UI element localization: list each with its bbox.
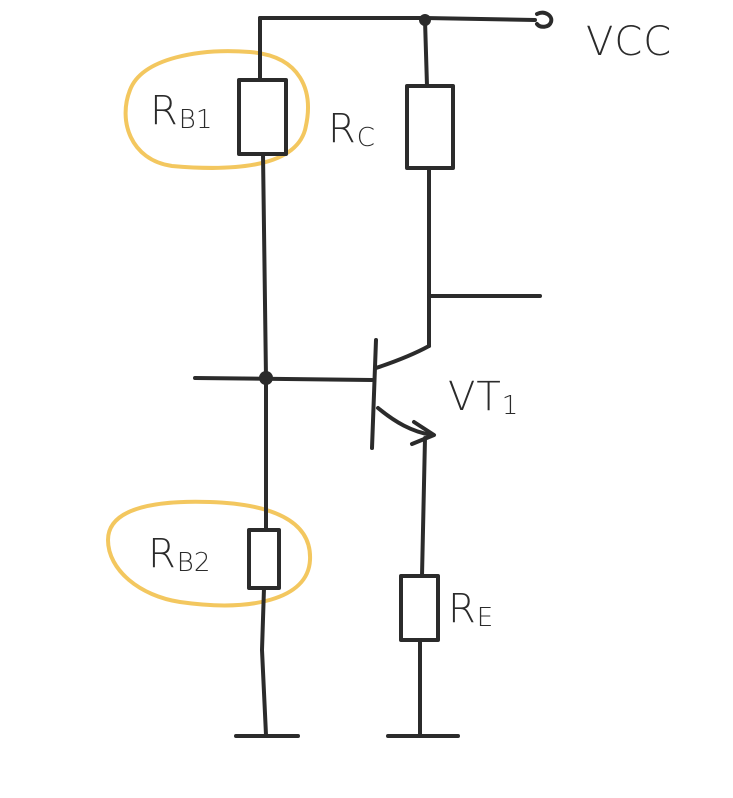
rb2-label: RB2 (148, 531, 210, 578)
rc-resistor (405, 84, 455, 170)
emitter-wire (420, 436, 427, 578)
rb1-highlight-loop (123, 49, 310, 170)
vt1-base-bar (370, 338, 378, 450)
vt1-emitter-lead (376, 406, 434, 437)
vt1-label: VT1 (448, 374, 518, 421)
rc-label: RC (328, 106, 375, 153)
vcc-rail-wire (258, 16, 537, 52)
rc-top-wire (423, 18, 429, 88)
rb1-label: RB1 (150, 88, 212, 135)
vcc-terminal (535, 10, 554, 29)
vcc-label: VCC (586, 19, 672, 65)
rb2-bottom-wire (260, 586, 268, 737)
rb2-highlight-loop (106, 499, 313, 608)
vt1-collector-lead (374, 344, 431, 370)
rb1-resistor (237, 78, 288, 156)
rb2-resistor (247, 528, 281, 590)
base-input-wire (193, 376, 374, 382)
base-divider-wire (261, 152, 268, 532)
re-label: RE (448, 586, 493, 633)
vt1-emitter-arrow (410, 420, 436, 446)
re-resistor (399, 574, 440, 642)
